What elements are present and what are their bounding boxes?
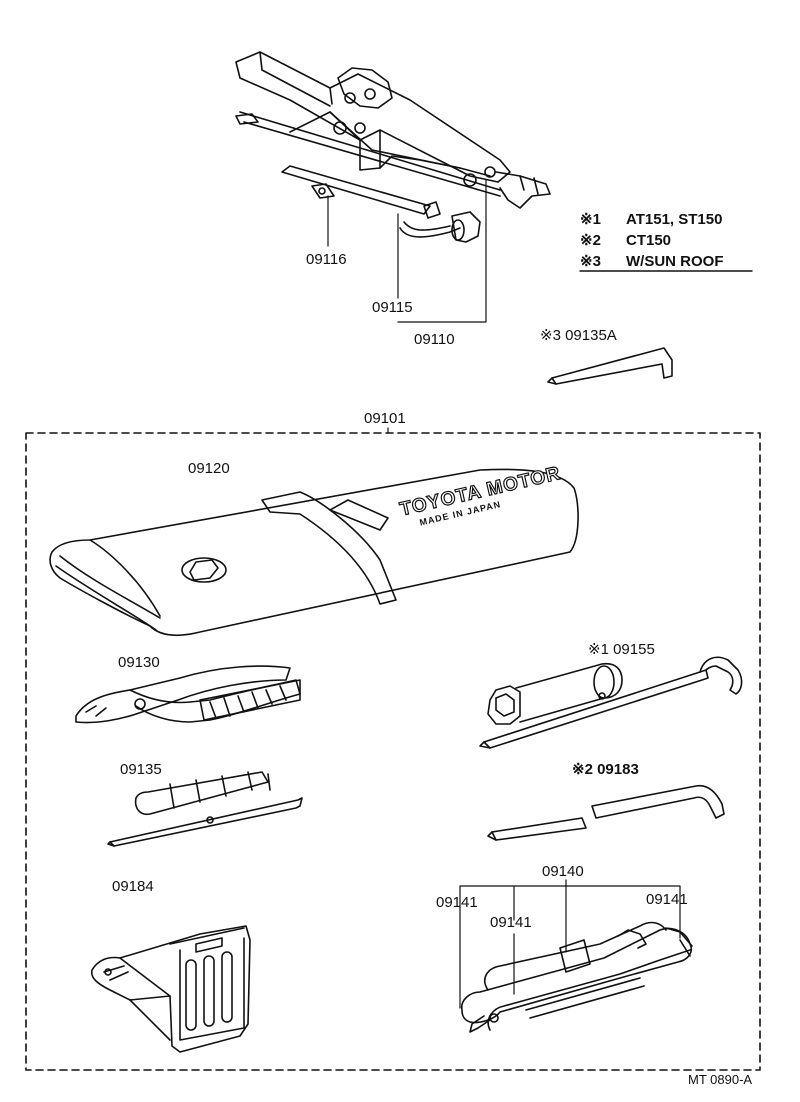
note-text-2: CT150 [626,232,672,249]
label-09141-right: 09141 [646,891,688,908]
label-09115: 09115 [372,299,413,316]
label-09135: 09135 [120,761,162,778]
note-mark-2: ※2 [580,232,601,249]
leader-lines-lower [459,879,681,1009]
label-09130: 09130 [118,654,160,671]
pliers [75,665,301,724]
wrench-set [460,921,693,1033]
note-text-1: AT151, ST150 [626,211,723,228]
scissor-jack [235,51,551,209]
label-09141-left: 09141 [436,894,478,911]
wrench-09135a [547,347,673,385]
note-text-3: W/SUN ROOF [626,253,724,270]
tool-kit-boundary [25,432,761,1071]
tool-bag [49,468,579,637]
wheel-nut-wrench [399,211,481,243]
label-09140: 09140 [542,863,584,880]
jack-handle [281,165,441,219]
label-09101: 09101 [364,410,406,427]
label-09155: ※1 09155 [588,641,655,658]
note-row-3: ※3 W/SUN ROOF [580,252,724,270]
screwdriver [107,771,303,847]
note-mark-1: ※1 [580,211,601,228]
label-09120: 09120 [188,460,230,477]
label-09116: 09116 [306,251,347,268]
jack-mount [90,925,251,1053]
label-09184: 09184 [112,878,154,895]
label-09183: ※2 09183 [572,761,639,778]
leader-lines-upper [327,179,487,323]
wrench-09183 [487,784,725,841]
note-row-2: ※2 CT150 [580,231,671,249]
label-09141-mid: 09141 [490,914,532,931]
spark-plug-wrench [479,656,743,749]
note-row-1: ※1 AT151, ST150 [580,210,722,228]
note-mark-3: ※3 [580,253,601,270]
figure-id: MT 0890-A [688,1072,753,1087]
label-09135a: ※3 09135A [540,327,617,344]
label-09110: 09110 [414,331,455,348]
